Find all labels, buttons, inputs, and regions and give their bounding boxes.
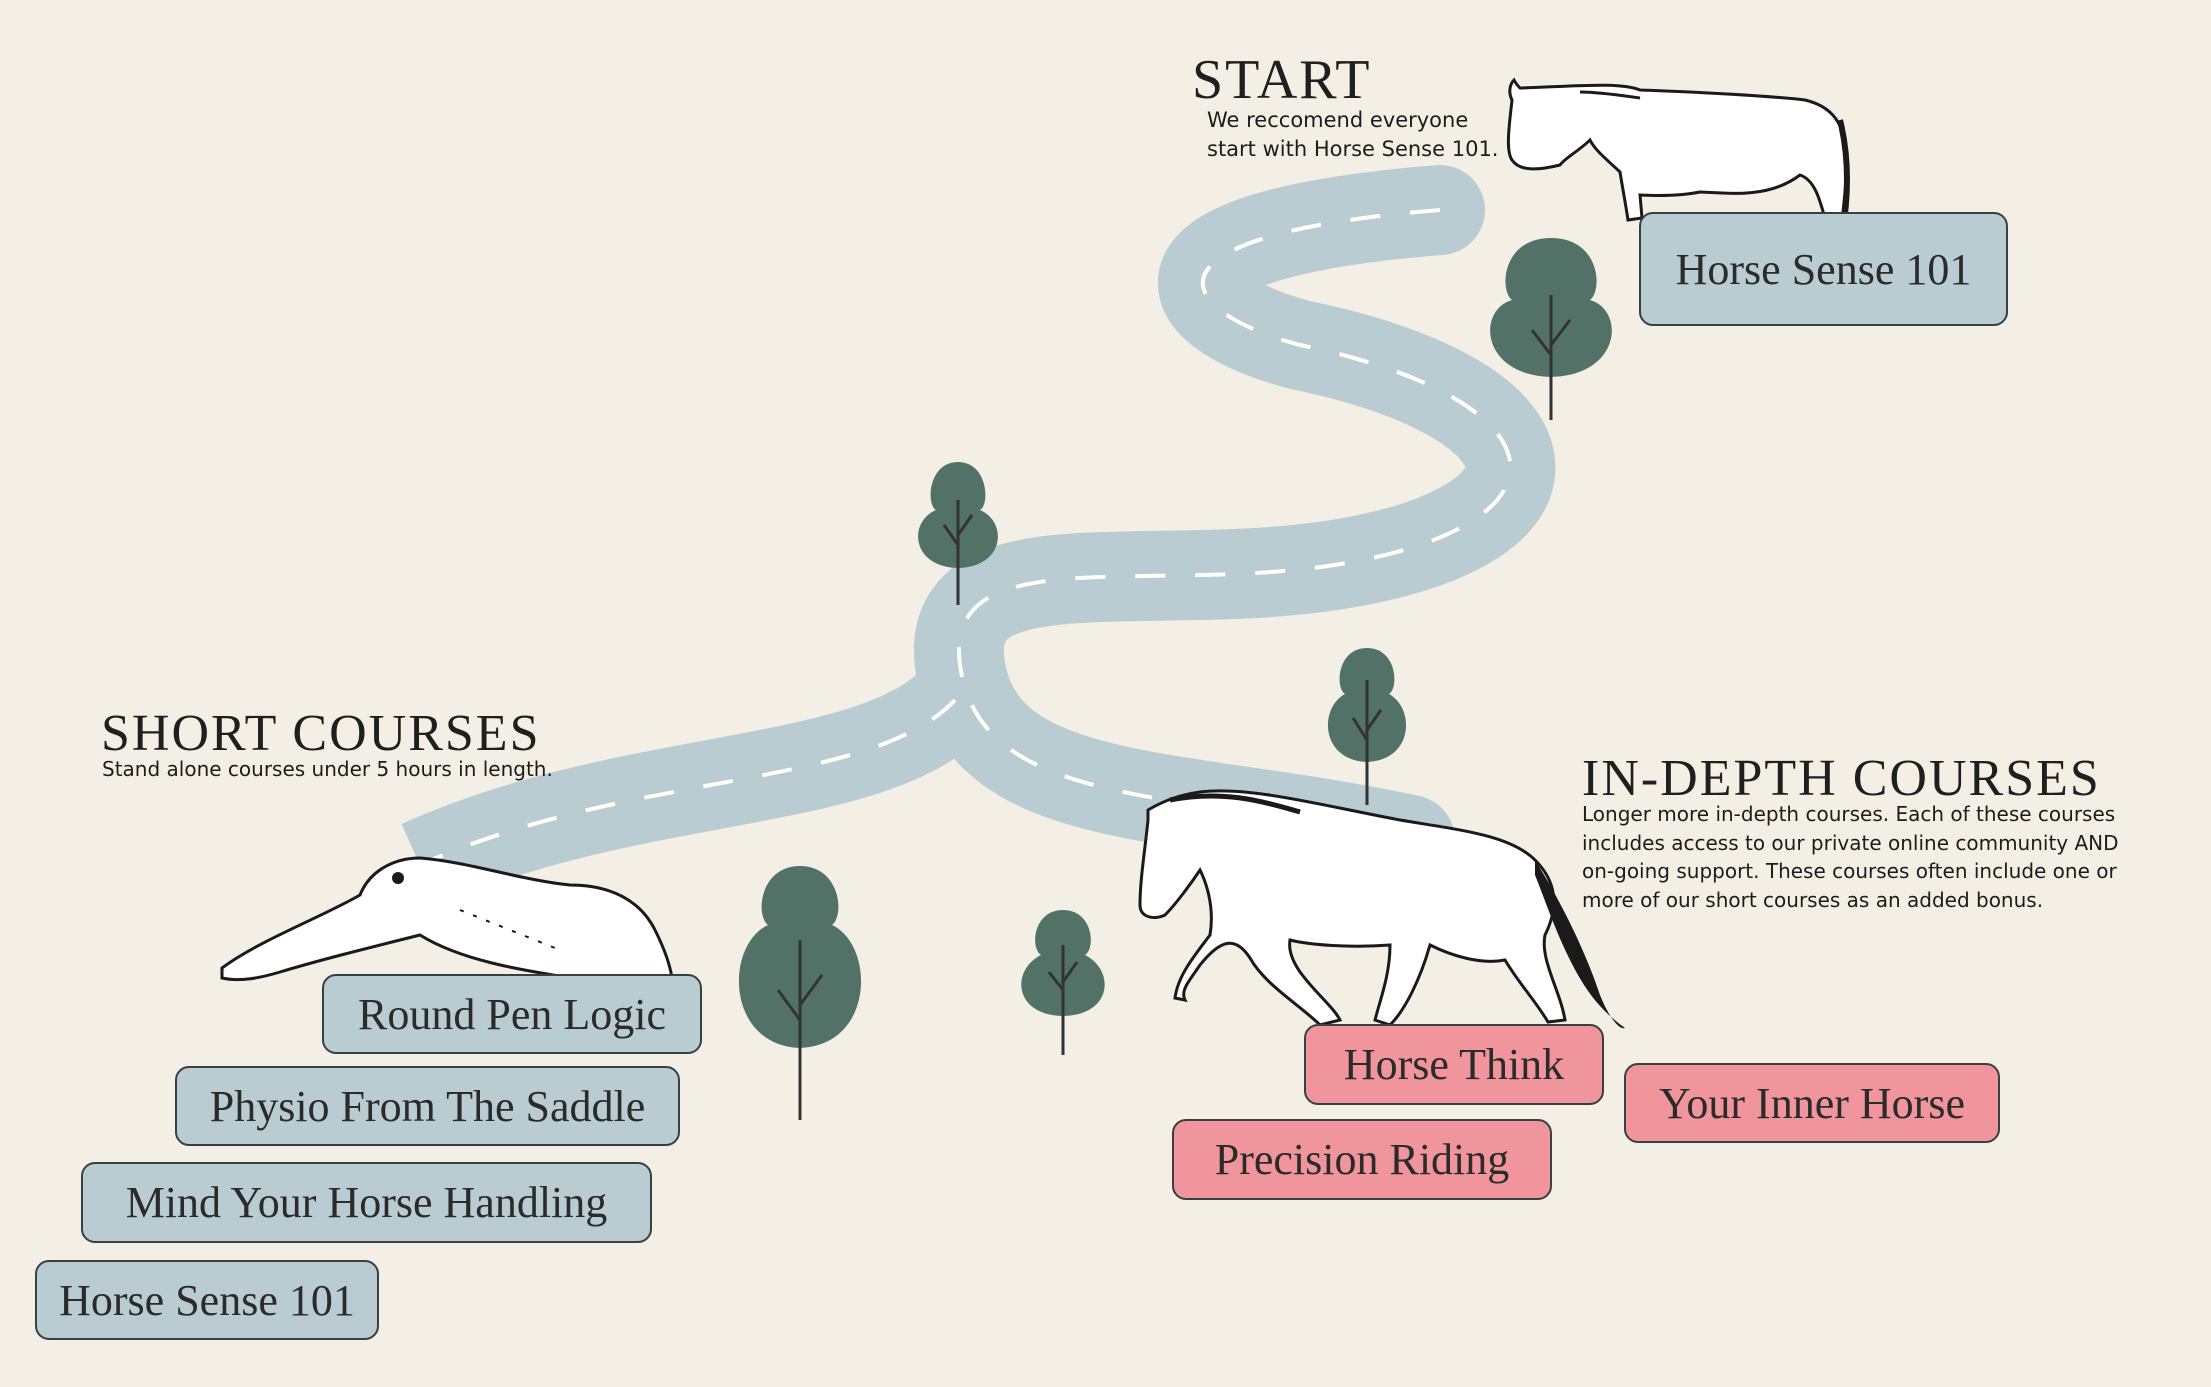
grazing-horse-icon: [1506, 77, 1850, 236]
course-button-round-pen-logic[interactable]: Round Pen Logic: [322, 974, 702, 1054]
course-button-precision-riding[interactable]: Precision Riding: [1172, 1119, 1552, 1200]
in-depth-courses-heading: IN-DEPTH COURSES: [1582, 750, 2101, 807]
short-courses-heading: SHORT COURSES: [101, 705, 541, 762]
in-depth-courses-description: Longer more in-depth courses. Each of th…: [1582, 802, 2119, 912]
course-button-your-inner-horse[interactable]: Your Inner Horse: [1624, 1063, 2000, 1143]
walking-horse-icon: [1138, 789, 1625, 1029]
tree-icon: [1327, 648, 1407, 805]
course-button-mind-your-horse-handling[interactable]: Mind Your Horse Handling: [81, 1162, 652, 1243]
start-description: We reccomend everyone start with Horse S…: [1207, 108, 1499, 161]
tree-icon: [738, 866, 862, 1120]
course-button-horse-sense-101[interactable]: Horse Sense 101: [35, 1260, 379, 1340]
resting-horse-icon: [220, 856, 674, 982]
tree-icon: [918, 462, 998, 605]
start-heading: START: [1192, 49, 1372, 111]
winding-road: [401, 165, 1556, 907]
course-button-horse-sense-101-start[interactable]: Horse Sense 101: [1639, 212, 2008, 326]
course-button-horse-think[interactable]: Horse Think: [1304, 1024, 1604, 1105]
tree-icon: [1021, 910, 1105, 1055]
short-courses-description: Stand alone courses under 5 hours in len…: [102, 757, 553, 781]
tree-icon: [1490, 238, 1612, 420]
course-button-physio-from-the-saddle[interactable]: Physio From The Saddle: [175, 1066, 680, 1146]
